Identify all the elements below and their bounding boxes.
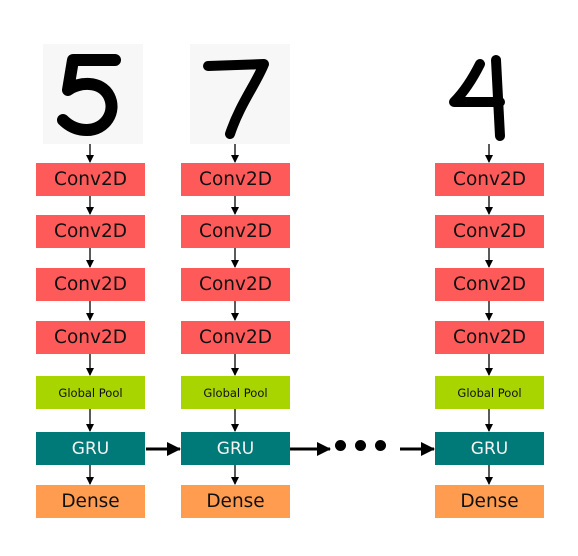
global-pool-layer-1: Global Pool xyxy=(36,376,145,409)
conv2d-layer-3-4: Conv2D xyxy=(435,321,544,354)
gru-layer-2: GRU xyxy=(181,432,290,465)
gru-layer-3: GRU xyxy=(435,432,544,465)
conv2d-layer-2-4: Conv2D xyxy=(181,321,290,354)
conv2d-layer-1-3: Conv2D xyxy=(36,268,145,301)
conv2d-layer-2-1: Conv2D xyxy=(181,163,290,196)
digit-image-7 xyxy=(190,44,290,144)
gru-layer-1: GRU xyxy=(36,432,145,465)
digit-image-5 xyxy=(43,44,143,144)
dot-1 xyxy=(335,440,346,451)
conv2d-layer-1-4: Conv2D xyxy=(36,321,145,354)
conv2d-layer-3-3: Conv2D xyxy=(435,268,544,301)
conv2d-layer-2-2: Conv2D xyxy=(181,215,290,248)
conv2d-layer-3-2: Conv2D xyxy=(435,215,544,248)
global-pool-layer-3: Global Pool xyxy=(435,376,544,409)
digit-image-4 xyxy=(440,44,540,144)
ellipsis-dots xyxy=(335,440,386,451)
dot-3 xyxy=(375,440,386,451)
global-pool-layer-2: Global Pool xyxy=(181,376,290,409)
dense-layer-3: Dense xyxy=(435,485,544,518)
dense-layer-1: Dense xyxy=(36,485,145,518)
conv2d-layer-1-2: Conv2D xyxy=(36,215,145,248)
dense-layer-2: Dense xyxy=(181,485,290,518)
conv2d-layer-3-1: Conv2D xyxy=(435,163,544,196)
conv2d-layer-2-3: Conv2D xyxy=(181,268,290,301)
conv2d-layer-1-1: Conv2D xyxy=(36,163,145,196)
dot-2 xyxy=(355,440,366,451)
